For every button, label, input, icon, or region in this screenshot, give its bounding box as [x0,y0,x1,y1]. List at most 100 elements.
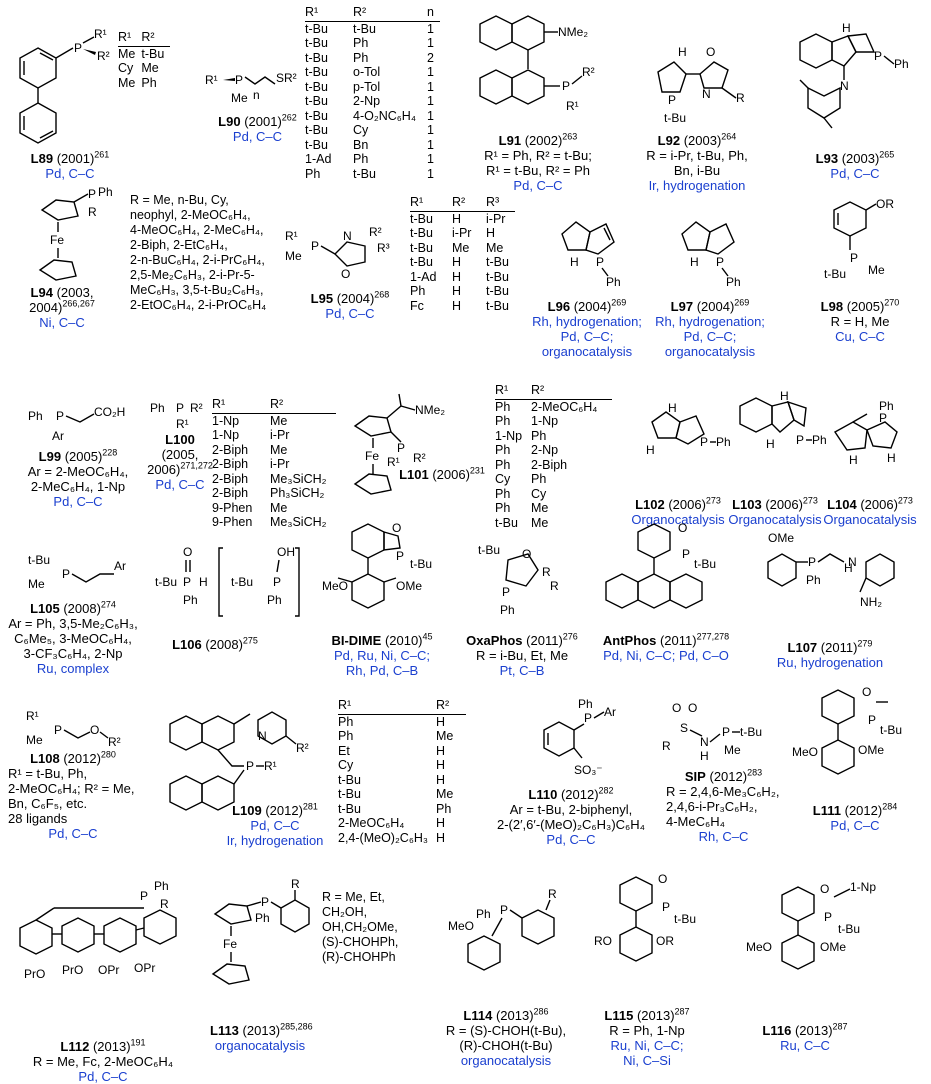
svg-text:H: H [690,255,699,269]
svg-text:OR: OR [876,197,894,211]
svg-text:RO: RO [594,934,612,948]
svg-text:P: P [879,411,887,425]
svg-text:R²: R² [296,741,309,755]
svg-text:N: N [840,79,849,93]
L91-caption: L91 (2002)263 R¹ = Ph, R² = t-Bu;R¹ = t-… [484,131,592,193]
svg-text:Fe: Fe [365,449,379,463]
svg-text:Ph: Ph [812,433,827,447]
svg-text:P: P [88,187,96,201]
svg-text:Fe: Fe [50,233,64,247]
svg-text:Me: Me [231,91,248,105]
svg-text:R: R [736,91,745,105]
svg-text:P: P [56,409,64,423]
L95-caption: L95 (2004)268 Pd, C–C [310,289,390,321]
svg-text:R²: R² [413,451,426,465]
L95-structure: R¹ Me P N O R² R³ [285,225,390,281]
svg-text:O: O [341,267,350,281]
svg-text:O: O [688,701,697,715]
svg-text:R: R [662,739,671,753]
svg-text:Me: Me [26,733,43,747]
L102-caption: L102 (2006)273 Organocatalysis [631,495,725,527]
L89-P-atom: P [74,41,82,55]
svg-text:O: O [862,685,871,699]
svg-text:t-Bu: t-Bu [674,912,696,926]
L100-caption: L100(2005, 2006)271,272 Pd, C–C [147,432,213,492]
L110-caption: L110 (2012)282 Ar = t-Bu, 2-biphenyl,2-(… [496,785,645,847]
svg-text:H: H [700,749,709,763]
L114-structure: R MeO Ph P [448,887,557,971]
svg-text:OMe: OMe [768,531,794,545]
svg-text:NH₂: NH₂ [860,595,882,609]
svg-text:Ph: Ph [183,593,198,607]
svg-text:Ph: Ph [606,275,621,289]
svg-text:O: O [820,882,829,896]
svg-text:P: P [850,251,858,265]
svg-text:SO₃⁻: SO₃⁻ [574,763,603,777]
L91-structure: NMe₂ P R² R¹ [479,15,595,113]
L105-structure: t-Bu Me P Ar [28,553,126,591]
L90-caption: L90 (2001)262 Pd, C–C [218,112,297,144]
svg-text:n: n [253,88,260,102]
svg-text:N: N [258,729,267,743]
AntPhos-structure: O P t-Bu [605,521,716,609]
svg-text:P: P [311,239,319,253]
svg-text:P: P [808,555,816,569]
svg-text:Ph: Ph [894,57,909,71]
svg-text:Ph: Ph [806,573,821,587]
L99-structure: Ph P Ar CO₂H [28,405,125,443]
svg-text:t-Bu: t-Bu [664,111,686,125]
svg-text:OPr: OPr [134,961,155,975]
svg-text:t-Bu: t-Bu [838,922,860,936]
L102-structure: H H P Ph [646,401,731,457]
svg-text:H: H [887,451,896,465]
svg-text:Ph: Ph [150,401,165,415]
L104-caption: L104 (2006)273 Organocatalysis [823,495,917,527]
svg-text:Ph: Ph [726,275,741,289]
svg-text:P: P [874,49,882,63]
L92-structure: P t-Bu H O N R [657,45,745,125]
svg-text:N: N [700,735,709,749]
L94-caption: L94 (2003, 2004)266,267 Ni, C–C [29,285,95,330]
svg-text:PrO: PrO [24,967,45,981]
L93-structure: H P Ph N [799,21,909,129]
svg-text:H: H [842,21,851,35]
L110-structure: Ph P Ar SO₃⁻ [543,697,616,777]
svg-text:R¹: R¹ [26,709,39,723]
L115-caption: L115 (2013)287 R = Ph, 1-Np Ru, Ni, C–C;… [604,1006,690,1068]
svg-text:SR²: SR² [276,71,297,85]
L111-structure: O P t-Bu MeO OMe [792,685,902,775]
svg-text:H: H [844,561,853,575]
svg-text:t-Bu: t-Bu [694,557,716,571]
svg-text:H: H [766,437,775,451]
svg-text:H: H [570,255,579,269]
L98-structure: OR P t-Bu Me [824,197,894,281]
L92-caption: L92 (2003)264 R = i-Pr, t-Bu, Ph,Bn, i-B… [646,131,748,193]
L109-structure: N R² P R¹ [169,711,309,811]
L111-caption: L111 (2012)284 Pd, C–C [812,801,898,833]
svg-text:PrO: PrO [62,963,83,977]
svg-text:R: R [291,877,300,891]
svg-text:Ar: Ar [114,559,126,573]
L113-caption: L113 (2013)285,286 organocatalysis [210,1021,313,1053]
svg-text:O: O [183,545,192,559]
svg-text:N: N [343,229,352,243]
AntPhos-caption: AntPhos (2011)277,278 Pd, Ni, C–C; Pd, C… [602,631,730,663]
L104-structure: Ph P H H [833,399,898,467]
L116-caption: L116 (2013)287 Ru, C–C [762,1021,848,1053]
svg-text:Ph: Ph [500,603,515,617]
svg-text:P: P [668,93,676,107]
svg-text:t-Bu: t-Bu [880,723,902,737]
L115-structure: O P t-Bu RO OR [594,872,696,962]
svg-text:O: O [678,521,687,535]
L107-caption: L107 (2011)279 Ru, hydrogenation [776,638,884,670]
L89-structure: P R¹ R² [19,27,110,144]
L93-caption: L93 (2003)265 Pd, C–C [815,149,895,181]
L96-structure: P Ph H [561,221,621,289]
svg-text:P: P [235,73,243,87]
svg-text:t-Bu: t-Bu [231,575,253,589]
svg-text:1-Np: 1-Np [850,880,876,894]
